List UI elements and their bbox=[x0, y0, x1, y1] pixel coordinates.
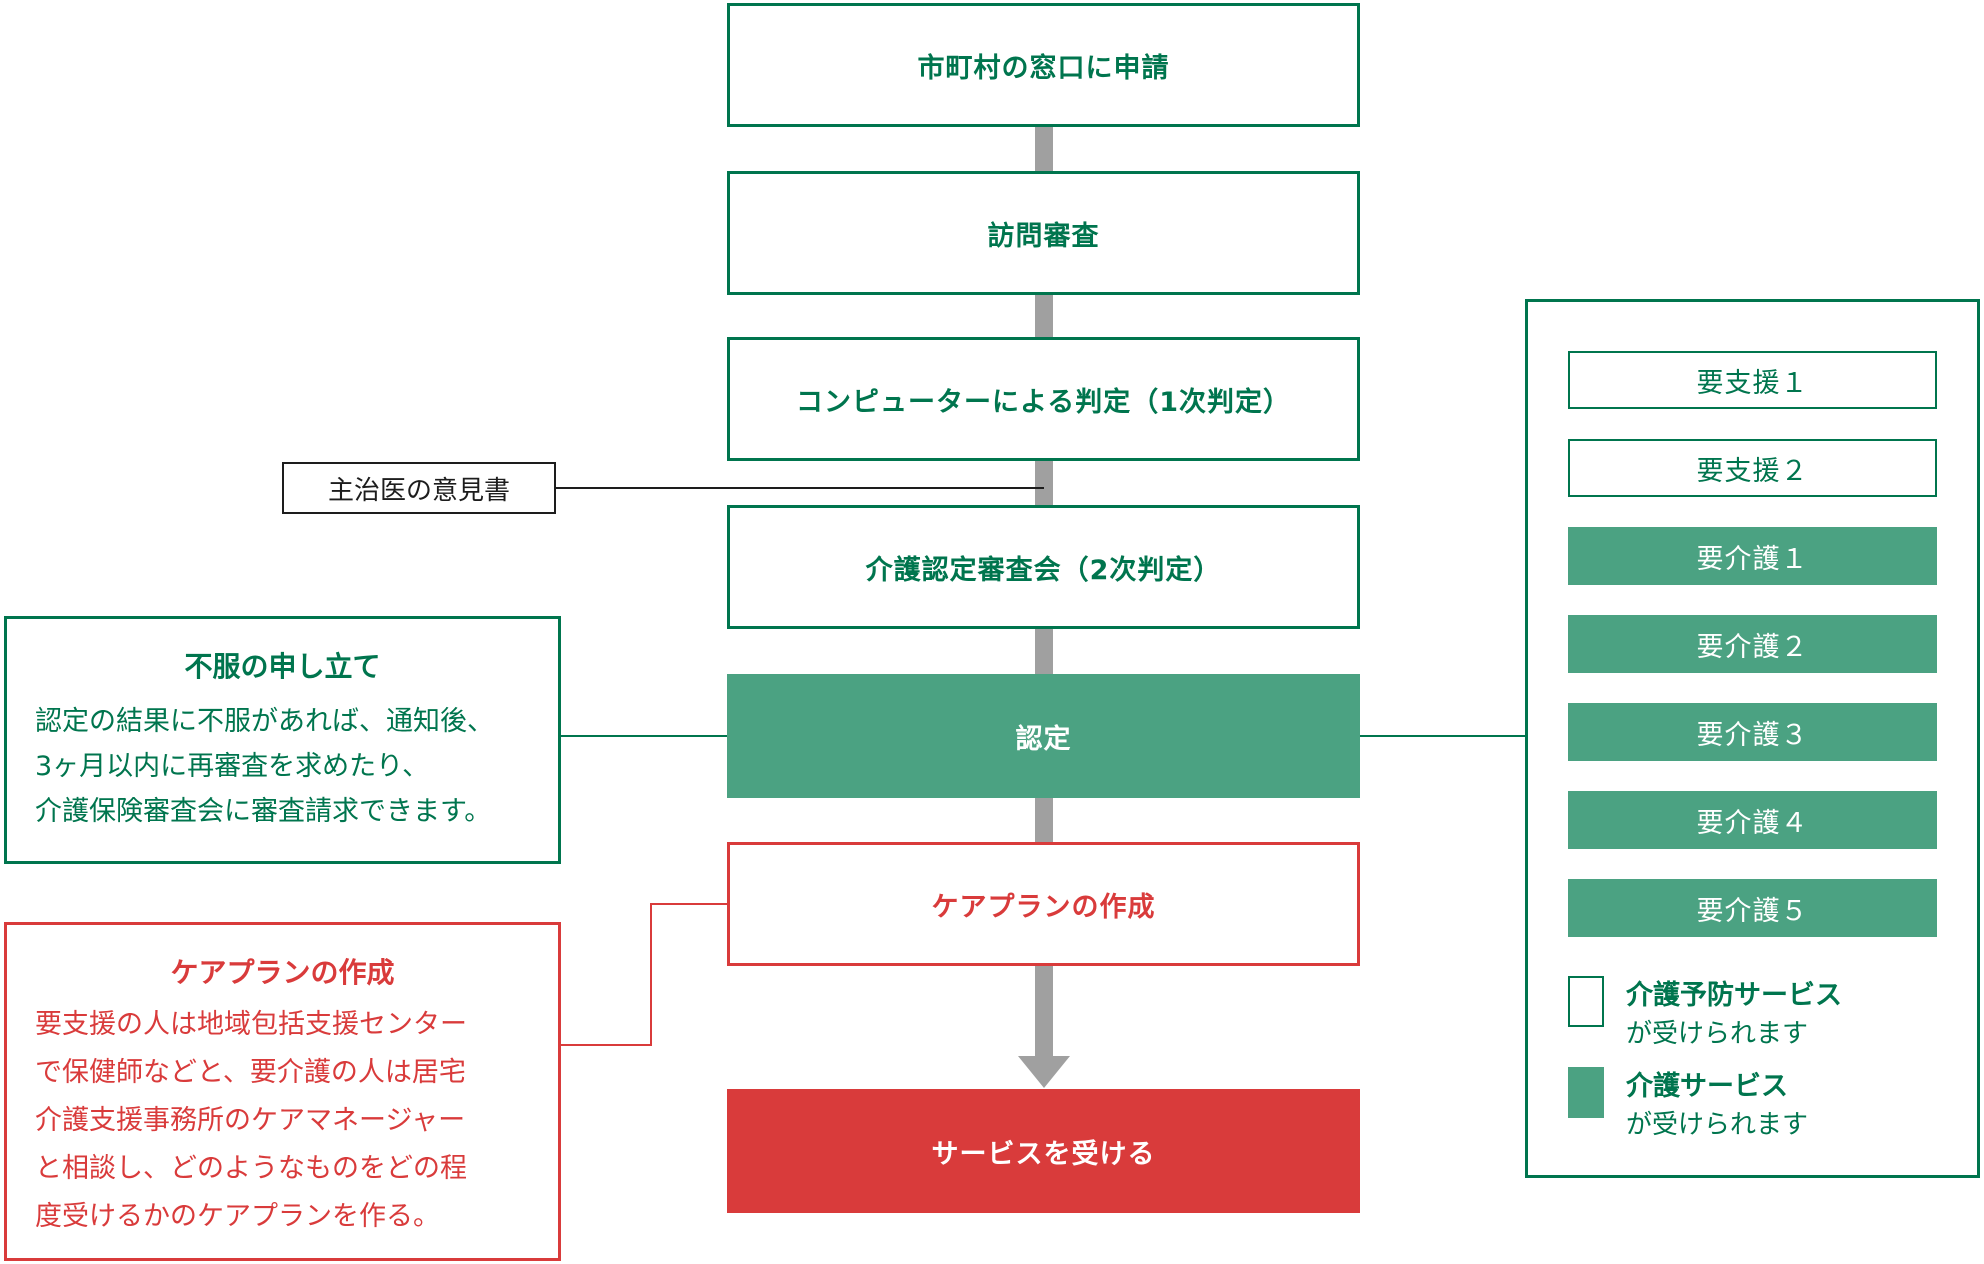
care-plan-note-line: 要支援の人は地域包括支援センター bbox=[35, 1009, 467, 1040]
flow-step-computer-judgment: コンピューターによる判定（1次判定） bbox=[727, 337, 1360, 461]
care-plan-note-title: ケアプランの作成 bbox=[170, 956, 395, 989]
legend-title: 介護サービス bbox=[1626, 1071, 1788, 1102]
care-level-care-2: 要介護２ bbox=[1568, 615, 1937, 673]
doctor-note-connector-line bbox=[556, 487, 1044, 489]
care-level-support-1: 要支援１ bbox=[1568, 351, 1937, 409]
care-level-care-4: 要介護４ bbox=[1568, 791, 1937, 849]
flow-step-certification: 認定 bbox=[727, 674, 1360, 798]
care-level-care-1: 要介護１ bbox=[1568, 527, 1937, 585]
care-level-care-3: 要介護３ bbox=[1568, 703, 1937, 761]
flow-connector bbox=[1035, 966, 1053, 1058]
appeal-note-line: 介護保険審査会に審査請求できます。 bbox=[35, 796, 492, 827]
flow-connector bbox=[1035, 461, 1053, 505]
legend-swatch-outline bbox=[1568, 976, 1604, 1027]
down-arrow-icon bbox=[1018, 1056, 1070, 1088]
appeal-note-connector-line bbox=[561, 735, 727, 737]
care-levels-panel: 要支援１ 要支援２ 要介護１ 要介護２ 要介護３ 要介護４ 要介護５ 介護予防サ… bbox=[1525, 299, 1980, 1178]
flow-step-home-visit: 訪問審査 bbox=[727, 171, 1360, 295]
care-plan-note: ケアプランの作成 要支援の人は地域包括支援センター で保健師などと、要介護の人は… bbox=[4, 922, 561, 1261]
legend-swatch-fill bbox=[1568, 1067, 1604, 1118]
flow-connector bbox=[1035, 127, 1053, 171]
flow-step-receive-service: サービスを受ける bbox=[727, 1089, 1360, 1213]
care-plan-connector-line bbox=[650, 903, 652, 1046]
flow-step-application: 市町村の窓口に申請 bbox=[727, 3, 1360, 127]
legend-care-service: 介護サービス が受けられます bbox=[1568, 1067, 1808, 1145]
legend-title: 介護予防サービス bbox=[1626, 980, 1842, 1011]
appeal-note: 不服の申し立て 認定の結果に不服があれば、通知後、 3ヶ月以内に再審査を求めたり… bbox=[4, 616, 561, 864]
care-plan-note-line: と相談し、どのようなものをどの程 bbox=[35, 1153, 467, 1184]
flow-step-care-plan: ケアプランの作成 bbox=[727, 842, 1360, 966]
flow-connector bbox=[1035, 295, 1053, 337]
legend-subtitle: が受けられます bbox=[1626, 1019, 1809, 1049]
appeal-note-line: 3ヶ月以内に再審査を求めたり、 bbox=[35, 751, 430, 782]
care-plan-note-line: 度受けるかのケアプランを作る。 bbox=[35, 1201, 440, 1232]
appeal-note-line: 認定の結果に不服があれば、通知後、 bbox=[35, 706, 494, 737]
care-level-support-2: 要支援２ bbox=[1568, 439, 1937, 497]
flow-connector bbox=[1035, 798, 1053, 842]
flow-connector bbox=[1035, 629, 1053, 674]
care-plan-note-line: 介護支援事務所のケアマネージャー bbox=[35, 1105, 466, 1136]
legend-subtitle: が受けられます bbox=[1626, 1110, 1809, 1140]
flow-step-review-board: 介護認定審査会（2次判定） bbox=[727, 505, 1360, 629]
care-plan-note-line: で保健師などと、要介護の人は居宅 bbox=[35, 1057, 466, 1088]
levels-panel-connector-line bbox=[1360, 735, 1525, 737]
care-level-care-5: 要介護５ bbox=[1568, 879, 1937, 937]
legend-prevention-service: 介護予防サービス が受けられます bbox=[1568, 976, 1842, 1054]
appeal-note-title: 不服の申し立て bbox=[184, 650, 381, 683]
doctor-opinion-note: 主治医の意見書 bbox=[282, 462, 556, 514]
care-plan-connector-line bbox=[561, 1044, 652, 1046]
care-plan-connector-line bbox=[650, 903, 727, 905]
